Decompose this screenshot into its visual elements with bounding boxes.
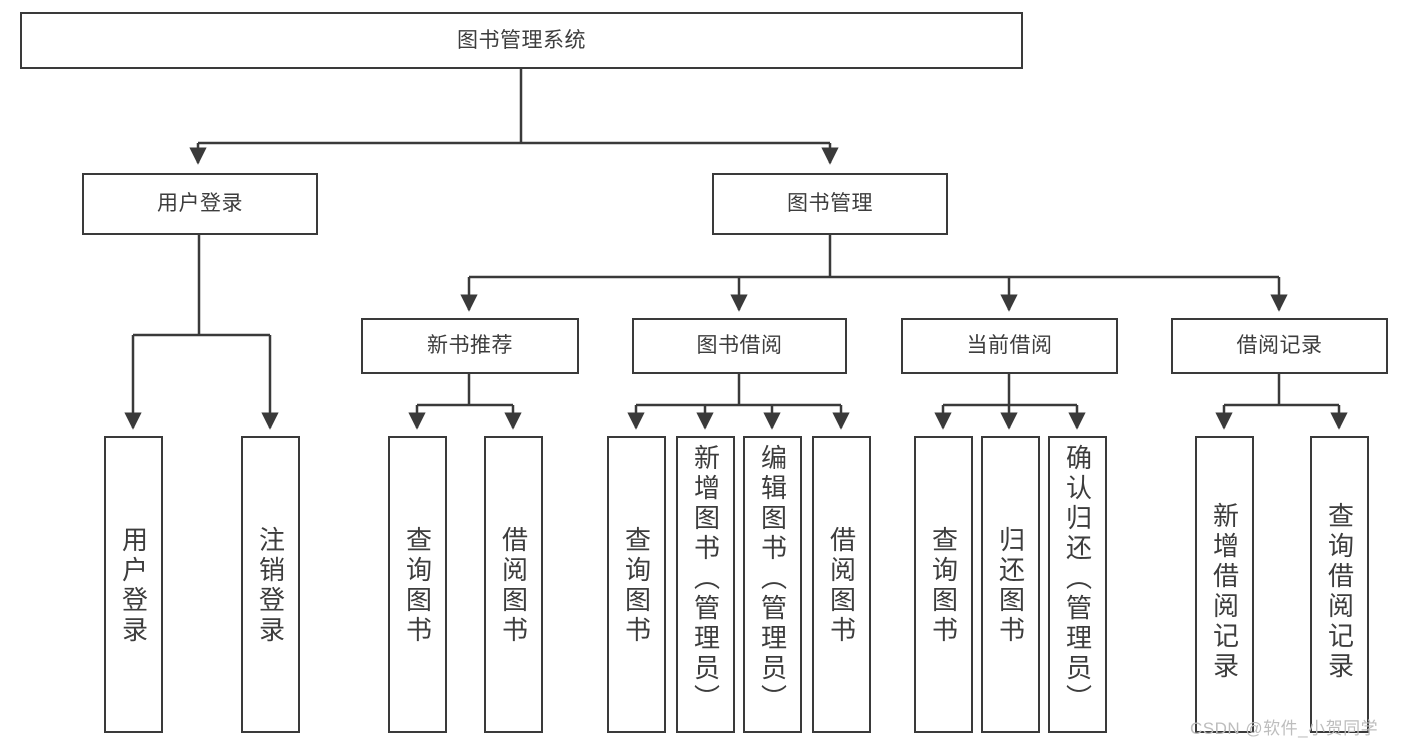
node-book-borrow[interactable]: 图书借阅 [632,318,847,374]
node-label: 查询图书 [402,526,433,646]
node-label: 查询借阅记录 [1324,502,1355,682]
node-label: 新增借阅记录 [1209,502,1240,682]
node-label: 图书管理 [787,192,873,215]
leaf-borrow-record-query-record[interactable]: 查询借阅记录 [1310,436,1369,733]
csdn-watermark: CSDN @软件_小贺同学 [1190,719,1379,738]
node-label: 查询图书 [928,526,959,646]
leaf-user-login-logout[interactable]: 注销登录 [241,436,300,733]
node-label: 新增图书（管理员） [690,444,721,714]
node-current-borrow[interactable]: 当前借阅 [901,318,1118,374]
node-label: 用户登录 [118,526,149,646]
node-root-system[interactable]: 图书管理系统 [20,12,1023,69]
leaf-new-book-borrow-book[interactable]: 借阅图书 [484,436,543,733]
node-borrow-record[interactable]: 借阅记录 [1171,318,1388,374]
leaf-current-borrow-return-book[interactable]: 归还图书 [981,436,1040,733]
node-label: 图书借阅 [696,334,783,357]
node-label: 注销登录 [255,526,286,646]
leaf-borrow-record-add-record[interactable]: 新增借阅记录 [1195,436,1254,733]
node-label: 编辑图书（管理员） [757,444,788,714]
leaf-book-borrow-edit-book-admin[interactable]: 编辑图书（管理员） [743,436,802,733]
leaf-book-borrow-borrow-book[interactable]: 借阅图书 [812,436,871,733]
node-new-book-recommend[interactable]: 新书推荐 [361,318,579,374]
node-label: 用户登录 [157,192,243,215]
node-label: 图书管理系统 [457,28,586,52]
node-label: 查询图书 [621,526,652,646]
leaf-current-borrow-query-book[interactable]: 查询图书 [914,436,973,733]
node-label: 新书推荐 [427,334,513,357]
leaf-new-book-query-book[interactable]: 查询图书 [388,436,447,733]
leaf-book-borrow-add-book-admin[interactable]: 新增图书（管理员） [676,436,735,733]
node-label: 借阅图书 [498,526,529,646]
node-label: 当前借阅 [966,334,1053,357]
node-label: 归还图书 [995,526,1026,646]
node-label: 借阅记录 [1236,334,1323,357]
leaf-current-borrow-confirm-return-admin[interactable]: 确认归还（管理员） [1048,436,1107,733]
node-label: 借阅图书 [826,526,857,646]
leaf-user-login-login[interactable]: 用户登录 [104,436,163,733]
node-label: 确认归还（管理员） [1062,444,1093,714]
node-book-management[interactable]: 图书管理 [712,173,948,235]
leaf-book-borrow-query-book[interactable]: 查询图书 [607,436,666,733]
node-user-login[interactable]: 用户登录 [82,173,318,235]
